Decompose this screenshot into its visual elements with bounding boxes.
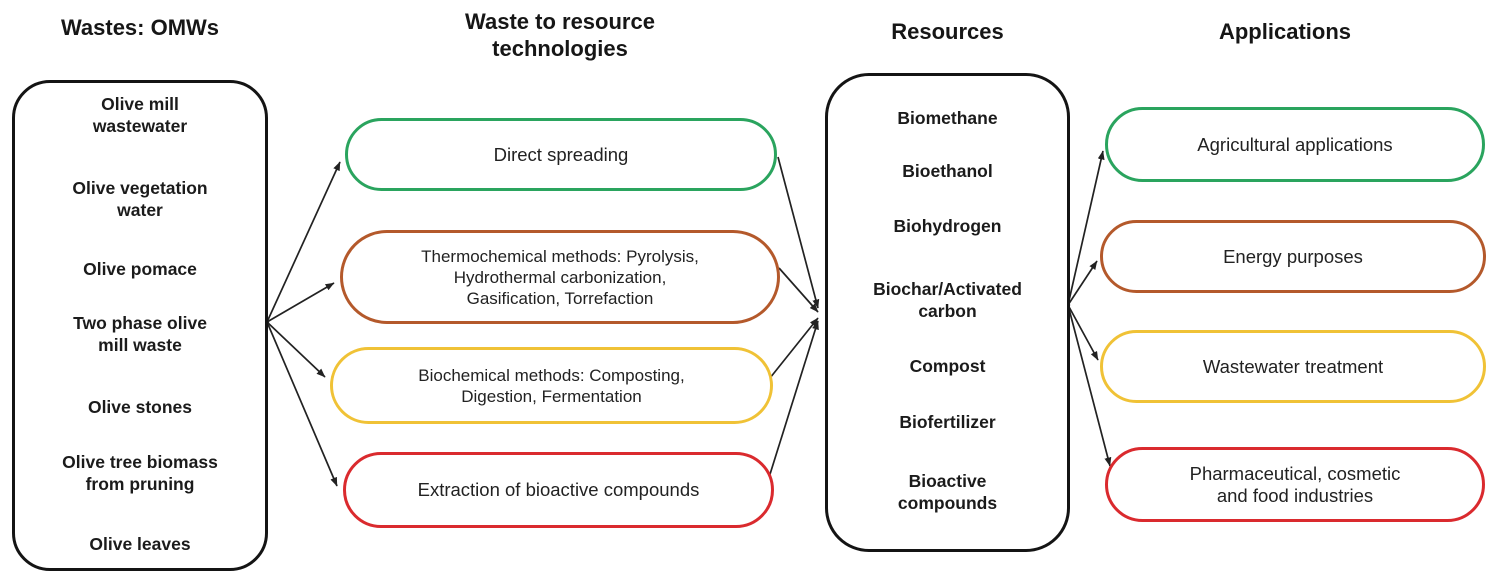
oval-label: Pharmaceutical, cosmetic and food indust… [1189,462,1401,506]
resource-item: Biohydrogen [893,216,1002,236]
resources-column-header: Resources [891,19,1004,44]
oval-agricultural-applications: Agricultural applications [1105,107,1485,182]
oval-energy-purposes: Energy purposes [1100,220,1486,293]
technologies-column-header: Waste to resource technologies [465,9,655,61]
oval-label: Wastewater treatment [1202,355,1384,377]
resource-item: Bioethanol [902,161,993,181]
arrow-resources-to-energy [1067,260,1098,306]
wastes-box: Olive mill wastewater Olive vegetation w… [12,80,268,571]
oval-pharmaceutical-cosmetic-food: Pharmaceutical, cosmetic and food indust… [1105,447,1485,522]
arrow-thermochemical-to-resources [778,267,819,313]
arrow-wastes-to-extraction [266,321,338,487]
resource-item: Compost [909,356,986,376]
waste-item: Olive mill wastewater [92,94,188,136]
arrow-extraction-to-resources [765,320,819,488]
resource-item: Biochar/Activated carbon [873,279,1022,321]
oval-label: Agricultural applications [1197,133,1393,155]
oval-wastewater-treatment: Wastewater treatment [1100,330,1486,403]
oval-biochemical-methods: Biochemical methods: Composting, Digesti… [330,347,773,424]
waste-item: Olive stones [87,397,193,417]
arrow-wastes-to-biochemical [266,321,326,378]
oval-direct-spreading: Direct spreading [345,118,777,191]
oval-label: Direct spreading [493,143,629,165]
arrow-wastes-to-thermochemical [266,282,335,323]
wastes-column-header: Wastes: OMWs [60,15,220,40]
oval-label: Energy purposes [1223,245,1363,267]
arrow-resources-to-pharma [1067,304,1112,467]
waste-item: Olive leaves [89,534,191,554]
arrow-biochemical-to-resources [769,317,819,379]
oval-label: Extraction of bioactive compounds [417,479,700,500]
oval-label: Biochemical methods: Composting, Digesti… [418,365,685,406]
arrow-resources-to-wastewater [1067,304,1099,361]
arrow-resources-to-agricultural [1067,150,1105,306]
oval-label: Thermochemical methods: Pyrolysis, Hydro… [421,246,699,308]
oval-thermochemical-methods: Thermochemical methods: Pyrolysis, Hydro… [340,230,780,324]
applications-column-header: Applications [1218,19,1351,44]
waste-item: Olive pomace [83,259,197,279]
waste-item: Olive vegetation water [72,178,208,220]
waste-item: Two phase olive mill waste [73,313,207,355]
resources-box: Biomethane Bioethanol Biohydrogen Biocha… [825,73,1070,552]
resource-item: Biofertilizer [899,412,996,432]
waste-item: Olive tree biomass from pruning [62,452,218,494]
resource-item: Biomethane [897,108,998,128]
arrow-wastes-to-direct-spreading [266,161,341,323]
oval-extraction-bioactive-compounds: Extraction of bioactive compounds [343,452,774,528]
resource-item: Bioactive compounds [897,471,998,513]
arrow-direct-spreading-to-resources [777,156,820,309]
